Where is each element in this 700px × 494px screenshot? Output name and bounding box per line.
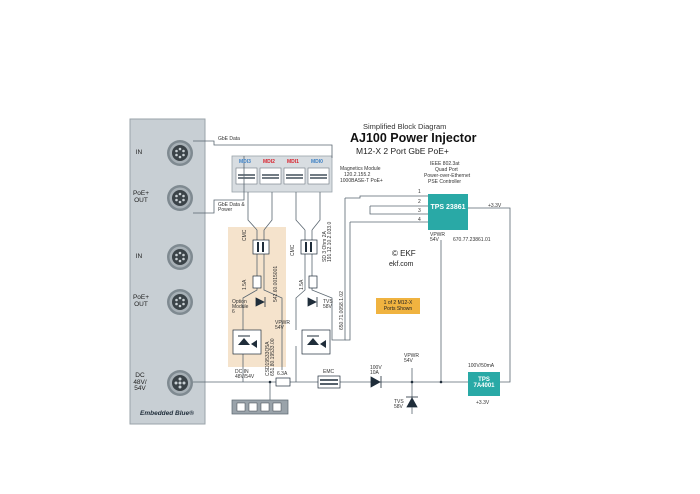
pse-pin-2: 2 <box>418 199 421 205</box>
port-note: 1 of 2 M12-X Ports Shown <box>383 300 413 312</box>
port-label-3: IN <box>135 253 143 260</box>
m12-connector-2 <box>167 185 193 211</box>
mdi-label-1: MDI1 <box>287 159 299 165</box>
cmc-left-label: CMC <box>242 229 248 241</box>
regulator-top-label: 100V/50mA <box>468 363 495 369</box>
pse-desc-1: IEEE 802.3at <box>430 161 460 167</box>
port-note-box <box>376 298 420 314</box>
tvs-right <box>307 297 318 307</box>
fuse-right-label: 1.5A <box>299 279 305 290</box>
vpwr-mid-label: VPWR 54V <box>275 320 290 331</box>
fuse-left-label: 1.5A <box>242 279 248 290</box>
pse-pin-1: 1 <box>418 189 421 195</box>
gbe-data-power-label: GbE Data & Power <box>218 202 245 213</box>
tvs-bottom <box>406 396 418 408</box>
port-label-4: PoE+ OUT <box>132 294 150 308</box>
tvs-label: TVS 58V <box>323 299 333 310</box>
pse-desc-3: Power-over-Ethernet <box>424 173 471 179</box>
option-module-label: Option Module 6 <box>232 299 249 315</box>
pse-controller <box>428 194 468 230</box>
diode-main <box>370 376 382 388</box>
port-label-1: IN <box>135 149 143 156</box>
vpwr-bottom-label: VPWR 54V <box>404 353 419 364</box>
emc-filter <box>317 375 341 389</box>
pse-name: TPS 23861 <box>430 204 466 211</box>
emc-label: EMC <box>323 369 335 375</box>
diode-main-label: 100V 10A <box>370 365 382 376</box>
dc-in-label: DC IN 48V/54V <box>235 369 255 380</box>
title-line-1: Simplified Block Diagram <box>363 122 447 131</box>
front-panel <box>129 118 206 425</box>
brand-label: Embedded Blue® <box>140 410 194 417</box>
mosfet-right <box>301 329 331 355</box>
gbe-data-label: GbE Data <box>218 136 240 142</box>
cap-part-label: 542.60.0015001 <box>273 265 279 302</box>
fuse-main <box>275 377 291 387</box>
magnetics-note-1: Magnetics Module <box>340 166 381 172</box>
pse-desc-2: Quad Port <box>435 167 458 173</box>
pse-vpwr: VPWR 54V <box>430 232 445 243</box>
regulator-out-label: +3.3V <box>476 400 490 406</box>
pse-pin-3: 3 <box>418 208 421 214</box>
tvs-bottom-label: TVS 58V <box>394 399 404 410</box>
diode-part-label: SD 3 Ohm 2A 191.12.10.2.033.0 <box>322 221 333 262</box>
fuse-left <box>252 275 262 289</box>
m12-connector-4 <box>167 289 193 315</box>
title-line-2: AJ100 Power Injector <box>350 131 477 145</box>
pse-desc-4: PSE Controller <box>428 179 462 185</box>
port-label-2: PoE+ OUT <box>132 190 150 204</box>
m12-connector-1 <box>167 140 193 166</box>
title-line-3: M12-X 2 Port GbE PoE+ <box>356 146 449 156</box>
dc-label: DC 48V/ 54V <box>133 372 147 392</box>
cmc-right <box>300 239 318 255</box>
terminal-block <box>231 399 289 415</box>
tvs-part-label: 650.71.0058.1.02 <box>339 291 345 330</box>
regulator <box>468 372 500 396</box>
pse-pin-4: 4 <box>418 217 421 223</box>
tvs-left <box>255 297 266 307</box>
magnetics-note-2: 120.2.155.2 <box>344 172 371 178</box>
mosfet-left <box>232 329 262 355</box>
cmc-right-label: CMC <box>290 244 296 256</box>
m12-connector-3 <box>167 244 193 270</box>
pse-out-label: +3.3V <box>488 203 502 209</box>
cmc-left <box>252 239 270 255</box>
copyright-line-2: ekf.com <box>389 261 414 268</box>
mdi-label-3: MDI3 <box>239 159 251 165</box>
copyright-line-1: © EKF <box>392 249 416 258</box>
mosfet-part-label: CSD19533Q5A 651.80.19533.00 <box>265 338 276 376</box>
mdi-label-0: MDI0 <box>311 159 323 165</box>
mdi-label-2: MDI2 <box>263 159 275 165</box>
magnetics-note-3: 1000BASE-T PoE+ <box>340 178 383 184</box>
fuse-right <box>308 275 318 289</box>
regulator-name: TPS 7A4001 <box>473 377 495 389</box>
fuse-main-label: 6.3A <box>277 371 288 377</box>
dc-connector <box>167 370 193 396</box>
pse-part: 670.77.23861.01 <box>453 237 491 243</box>
